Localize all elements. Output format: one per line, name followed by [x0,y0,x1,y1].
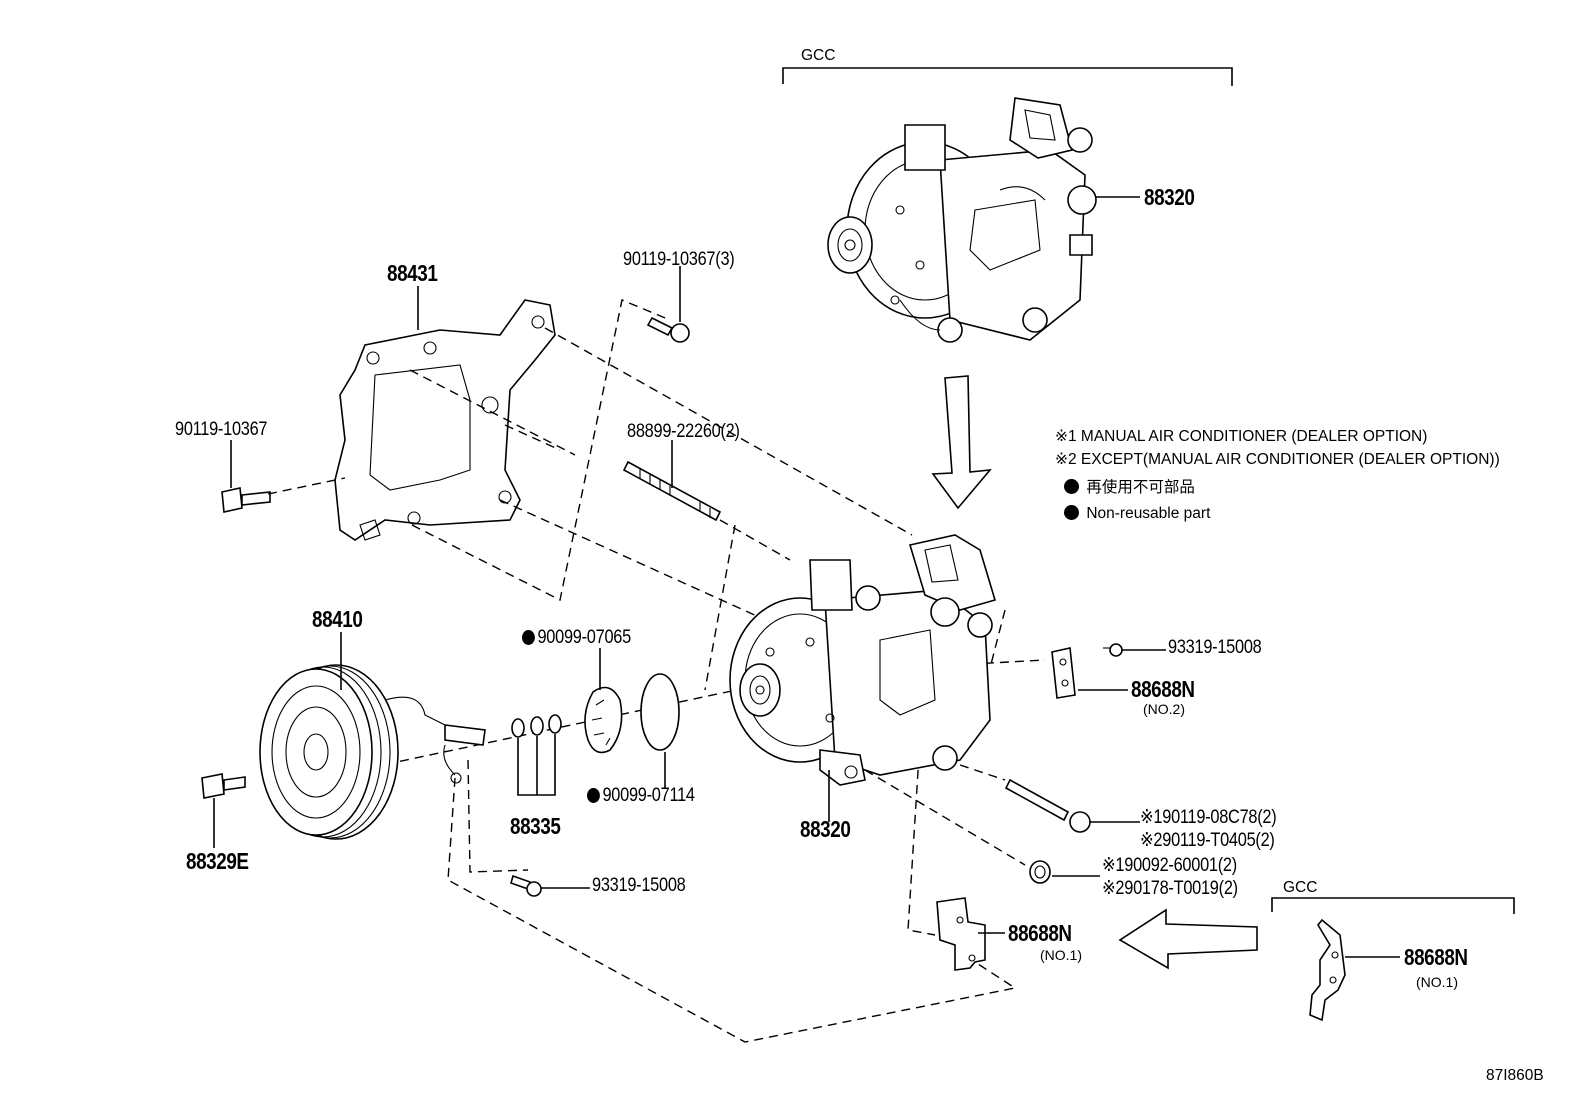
bracket-no2-illustration [1051,647,1076,699]
nut-90092-60001-illustration [1029,860,1051,884]
screw-93319-15008-b-illustration [1103,643,1123,657]
note-non-reusable-jp: 再使用不可部品 [1064,479,1195,496]
part-88688N-no1-gcc[interactable]: 88688N [1404,944,1468,970]
part-90178-T0019[interactable]: ※290178-T0019(2) [1102,878,1238,899]
note-non-reusable-en: Non-reusable part [1064,505,1210,522]
part-88410[interactable]: 88410 [312,606,363,632]
note-non-reusable-jp-text: 再使用不可部品 [1086,479,1195,496]
part-90119-T0405[interactable]: ※290119-T0405(2) [1140,830,1275,851]
part-88335[interactable]: 88335 [510,813,561,839]
bracket-no1-gcc-illustration [1309,918,1346,1022]
part-88688N-no2-sub: (NO.2) [1143,701,1185,717]
part-88688N-no2[interactable]: 88688N [1131,676,1195,702]
compressor-main-illustration [729,534,996,786]
part-88320-gcc[interactable]: 88320 [1144,184,1195,210]
stud-bolt-illustration [622,460,722,522]
part-90099-07065-text: 90099-07065 [537,627,631,648]
gcc-bracket-top [782,67,1233,86]
part-88688N-no1-sub: (NO.1) [1040,947,1082,963]
bolt-90119-10367-illustration [221,487,271,513]
left-arrow [1118,908,1258,970]
note-1: ※1 MANUAL AIR CONDITIONER (DEALER OPTION… [1055,428,1428,445]
part-88320-main[interactable]: 88320 [800,816,851,842]
part-93319-15008-b[interactable]: 93319-15008 [1168,637,1262,658]
part-88688N-no1-gcc-sub: (NO.1) [1416,974,1458,990]
bolt-90119-10367-3-illustration [646,316,690,343]
non-reusable-dot-icon [1064,505,1079,520]
compressor-gcc-illustration [827,97,1097,343]
gcc-label-bottom: GCC [1283,879,1318,896]
bolt-88329E-illustration [201,773,246,799]
part-90119-10367[interactable]: 90119-10367 [175,419,268,440]
part-88899-22260[interactable]: 88899-22260(2) [627,421,740,442]
part-93319-15008-a[interactable]: 93319-15008 [592,875,686,896]
note-2: ※2 EXCEPT(MANUAL AIR CONDITIONER (DEALER… [1055,451,1500,468]
part-88431[interactable]: 88431 [387,260,438,286]
note-non-reusable-en-text: Non-reusable part [1086,505,1211,522]
non-reusable-dot-icon [522,630,535,645]
down-arrow [931,375,992,510]
bracket-no1-illustration [936,897,986,971]
shims-illustration [511,714,562,738]
screw-93319-15008-a-illustration [510,874,542,897]
part-90099-07065[interactable]: 90099-07065 [522,628,631,647]
bolt-90119-08C78-illustration [1004,778,1091,833]
part-90119-10367-3[interactable]: 90119-10367(3) [623,249,735,270]
gcc-bracket-bottom [1271,897,1515,914]
compressor-bracket-illustration [334,299,556,541]
part-90099-07114[interactable]: 90099-07114 [587,786,695,805]
pulley-clutch-illustration [259,664,486,840]
non-reusable-dot-icon [1064,479,1079,494]
snap-ring-90099-07065-illustration [584,686,623,754]
figure-code: 87I860B [1486,1067,1544,1084]
snap-ring-90099-07114-illustration [640,673,680,751]
part-90099-07114-text: 90099-07114 [602,785,695,806]
gcc-label-top: GCC [801,47,836,64]
part-90119-08C78[interactable]: ※190119-08C78(2) [1140,807,1277,828]
part-90092-60001[interactable]: ※190092-60001(2) [1102,855,1237,876]
part-88688N-no1[interactable]: 88688N [1008,920,1072,946]
part-88329E[interactable]: 88329E [186,848,249,874]
non-reusable-dot-icon [587,788,600,803]
